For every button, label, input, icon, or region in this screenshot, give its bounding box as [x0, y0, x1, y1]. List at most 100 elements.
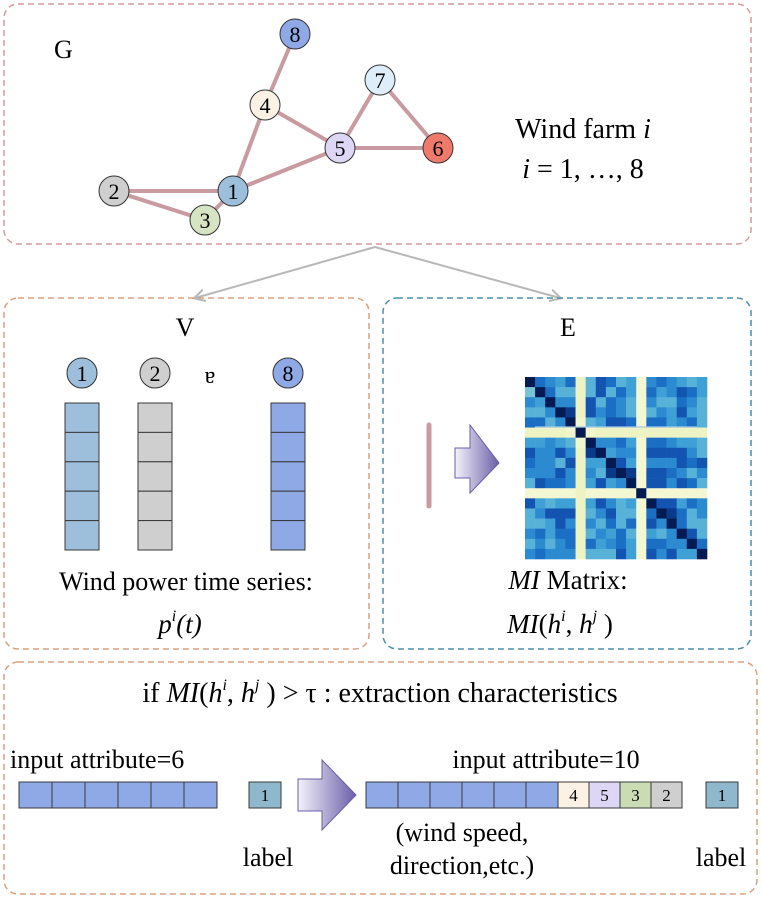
- mi-cell: [686, 397, 698, 408]
- mi-matrix: [525, 377, 708, 560]
- mi-cell: [565, 427, 576, 438]
- mi-cell: [595, 478, 607, 489]
- mi-cell: [626, 377, 637, 388]
- series-cell: [270, 490, 306, 522]
- series-cell: [64, 520, 100, 551]
- input-cell: [117, 781, 152, 809]
- mi-cell: [555, 478, 566, 489]
- mi-cell: [605, 548, 617, 560]
- mi-cell: [525, 468, 536, 479]
- mi-cell: [565, 387, 576, 398]
- mi-cell: [676, 518, 688, 529]
- mi-cell: [585, 427, 597, 438]
- mi-cell: [696, 437, 708, 449]
- mi-cell: [535, 427, 546, 438]
- mi-cell: [636, 457, 647, 469]
- mi-cell: [545, 447, 556, 459]
- mi-cell: [565, 538, 576, 550]
- graph-edges: [113, 33, 440, 222]
- mi-cell: [545, 548, 556, 560]
- extra-cell: [557, 781, 590, 809]
- mi-cell: [616, 548, 627, 560]
- mi-cell: [605, 457, 617, 469]
- mi-cell: [666, 407, 677, 418]
- left-label-cell: [248, 781, 282, 809]
- mi-cell: [545, 417, 556, 428]
- series-node-label: 8: [283, 361, 294, 386]
- mi-cell: [545, 518, 556, 529]
- mi-cell: [595, 407, 607, 418]
- mi-cell: [555, 457, 566, 469]
- mi-cell: [626, 498, 637, 509]
- mi-cell: [626, 508, 637, 519]
- mi-cell: [676, 387, 688, 398]
- mi-cell: [605, 447, 617, 459]
- mi-cell: [555, 518, 566, 529]
- right-label-cell: [705, 781, 739, 809]
- series-cell: [64, 431, 100, 463]
- mi-cell: [545, 488, 556, 499]
- mi-cell: [656, 407, 667, 418]
- graph-node-label: 5: [335, 136, 346, 161]
- mi-cell: [535, 447, 546, 459]
- mi-cell: [575, 397, 586, 408]
- input-cell: [84, 781, 119, 809]
- mi-cell: [555, 377, 566, 388]
- mi-cell: [656, 478, 667, 489]
- mi-cell: [696, 397, 708, 408]
- input-cell: [18, 781, 53, 809]
- mi-cell: [636, 407, 647, 418]
- bottom-arrow-icon: [297, 758, 357, 832]
- mi-cell: [616, 447, 627, 459]
- mi-cell: [535, 528, 546, 540]
- mi-cell: [555, 437, 566, 449]
- mi-cell: [636, 427, 647, 438]
- mi-cell: [595, 498, 607, 509]
- mi-cell: [535, 478, 546, 489]
- mi-cell: [626, 538, 637, 550]
- mi-cell: [575, 387, 586, 398]
- mi-cell: [545, 387, 556, 398]
- graph-node-4: [249, 89, 281, 121]
- series-node-1: [66, 357, 98, 389]
- mi-cell: [626, 437, 637, 449]
- mi-cell: [686, 488, 698, 499]
- mi-cell: [676, 377, 688, 388]
- mi-cell: [636, 548, 647, 560]
- extraction-rule: if MI(hi, hj ) > τ : extraction characte…: [142, 677, 617, 709]
- graph-panel-frame: [3, 3, 752, 245]
- mi-cell: [646, 538, 657, 550]
- mi-cell: [666, 427, 677, 438]
- mi-cell: [555, 538, 566, 550]
- mi-cell: [555, 447, 566, 459]
- mi-cell: [626, 407, 637, 418]
- mi-cell: [565, 548, 576, 560]
- mi-cell: [585, 377, 597, 388]
- mi-cell: [676, 508, 688, 519]
- series-cell: [270, 461, 306, 492]
- mi-cell: [666, 528, 677, 540]
- mi-cell: [565, 478, 576, 489]
- mi-cell: [636, 468, 647, 479]
- mi-cell: [666, 397, 677, 408]
- mi-cell: [626, 468, 637, 479]
- mi-cell: [656, 498, 667, 509]
- input-cell: [493, 781, 527, 809]
- mi-cell: [636, 488, 647, 499]
- v-panel-title: V: [176, 313, 195, 342]
- mi-cell: [535, 387, 546, 398]
- mi-cell: [626, 397, 637, 408]
- mi-cell: [616, 417, 627, 428]
- mi-cell: [616, 468, 627, 479]
- mi-cell: [585, 447, 597, 459]
- mi-cell: [646, 488, 657, 499]
- mi-cell: [525, 548, 536, 560]
- mi-cell: [585, 407, 597, 418]
- mi-cell: [686, 478, 698, 489]
- mi-cell: [545, 528, 556, 540]
- series-cell: [137, 431, 173, 463]
- mi-cell: [595, 538, 607, 550]
- series-cell: [64, 402, 100, 433]
- right-label-value: 1: [718, 786, 727, 805]
- series-cell: [137, 490, 173, 522]
